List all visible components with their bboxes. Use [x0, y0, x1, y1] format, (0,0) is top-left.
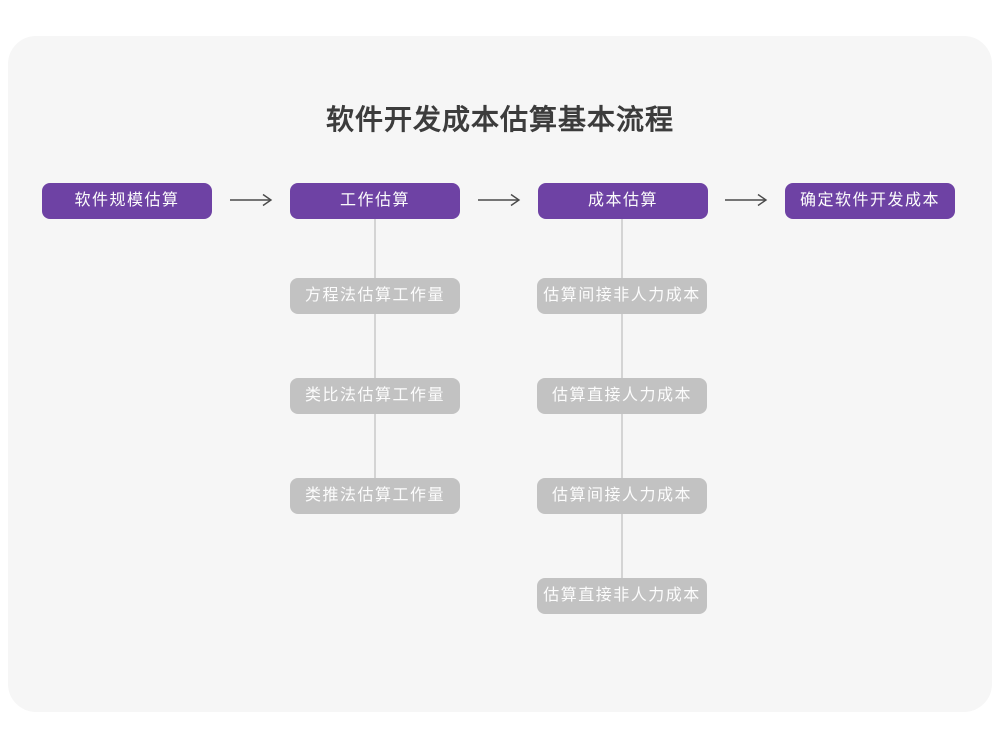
arrow-right-icon — [724, 192, 768, 208]
node-direct-labor-cost: 估算直接人力成本 — [537, 378, 707, 414]
node-indirect-non-labor-cost: 估算间接非人力成本 — [537, 278, 707, 314]
diagram-card — [8, 36, 992, 712]
node-software-scale-estimation: 软件规模估算 — [42, 183, 212, 219]
node-determine-development-cost: 确定软件开发成本 — [785, 183, 955, 219]
connector-work-estimation — [374, 219, 376, 496]
node-work-estimation: 工作估算 — [290, 183, 460, 219]
diagram-title: 软件开发成本估算基本流程 — [325, 104, 674, 135]
node-extrapolation-method: 类推法估算工作量 — [290, 478, 460, 514]
arrow-right-icon — [229, 192, 273, 208]
node-equation-method: 方程法估算工作量 — [290, 278, 460, 314]
node-analogy-method: 类比法估算工作量 — [290, 378, 460, 414]
node-indirect-labor-cost: 估算间接人力成本 — [537, 478, 707, 514]
arrow-right-icon — [477, 192, 521, 208]
node-direct-non-labor-cost: 估算直接非人力成本 — [537, 578, 707, 614]
node-cost-estimation: 成本估算 — [538, 183, 708, 219]
